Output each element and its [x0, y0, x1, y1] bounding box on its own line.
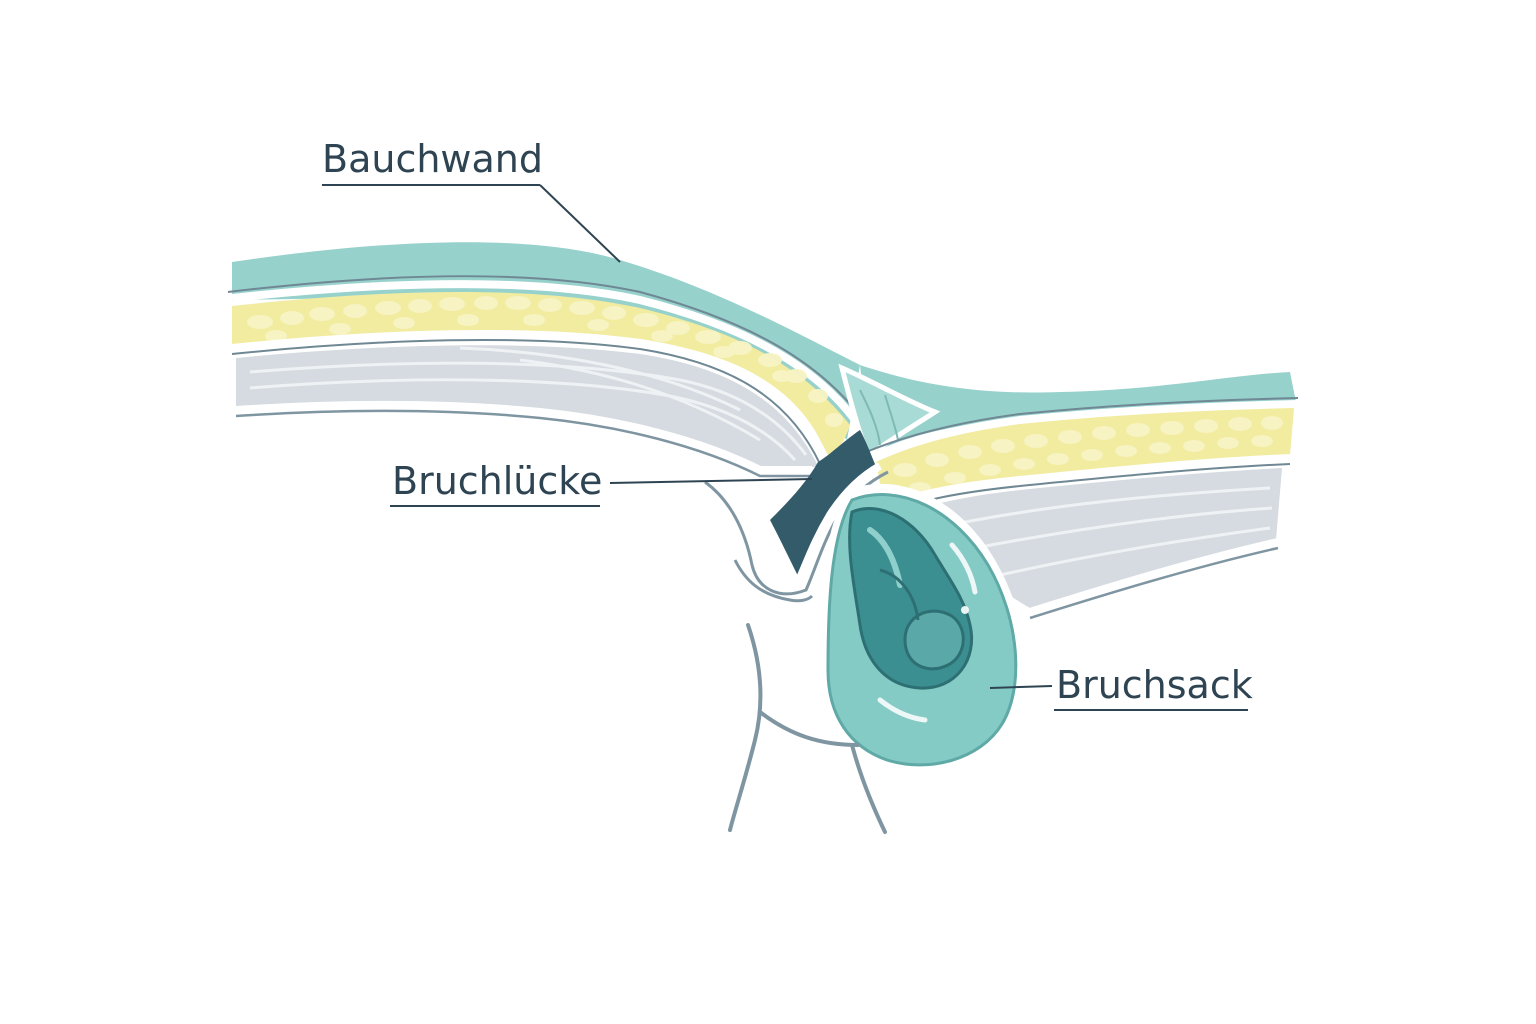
fat-layer — [232, 291, 850, 458]
hernia-sac — [818, 483, 1026, 776]
label-hernia-sac-leader — [989, 685, 1053, 689]
gap-dark-region — [770, 430, 876, 580]
sac-highlight — [949, 542, 978, 595]
skin-layer — [232, 242, 860, 440]
label-abdominal-wall-text: Bauchwand — [322, 137, 543, 181]
skin-fat-boundary — [231, 279, 859, 423]
muscle-fibers-right — [949, 486, 1273, 577]
label-hernia-gap: Bruchlücke — [390, 459, 813, 507]
label-hernia-sac: Bruchsack — [989, 663, 1253, 711]
muscle-fibers — [249, 346, 808, 461]
fat-globules — [247, 296, 843, 427]
fat-globules-right — [893, 416, 1283, 494]
label-abdominal-wall: Bauchwand — [322, 137, 621, 263]
leg-contour-crease — [758, 710, 860, 747]
body-contour — [728, 623, 887, 834]
label-hernia-gap-leader — [609, 478, 813, 484]
leg-contour-left — [728, 623, 763, 832]
abdominal-wall-left — [227, 242, 861, 478]
bowel-fold — [903, 609, 965, 671]
label-hernia-sac-text: Bruchsack — [1056, 663, 1253, 707]
leg-contour-right — [850, 743, 887, 834]
skin-fold — [838, 363, 941, 460]
skin-layer-right — [860, 365, 1296, 455]
label-hernia-gap-text: Bruchlücke — [392, 459, 602, 503]
label-abdominal-wall-leader — [539, 184, 621, 263]
